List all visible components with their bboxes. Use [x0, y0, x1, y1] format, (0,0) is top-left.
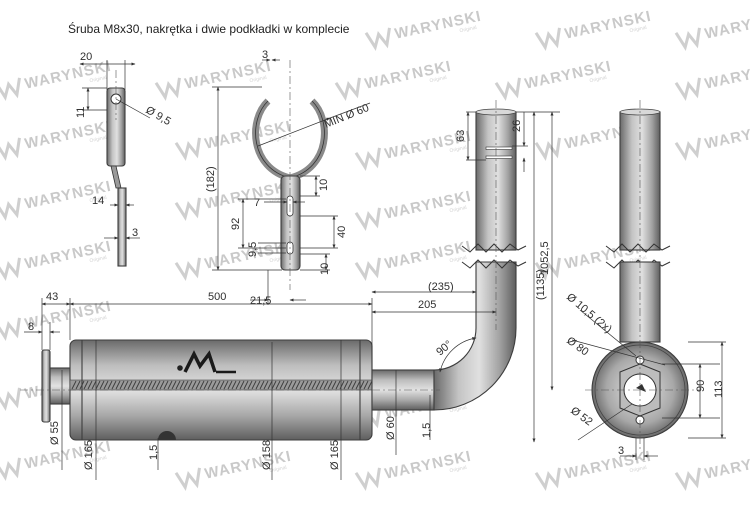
svg-text:Original: Original [429, 75, 447, 84]
dim-end-90: 90 [695, 380, 707, 392]
dim-clamp-14: 14 [92, 195, 104, 207]
svg-text:Original: Original [89, 255, 107, 264]
dim-front-min60: MIN Ø 60 [323, 102, 371, 131]
svg-text:WARYNSKI: WARYNSKI [703, 118, 750, 153]
dim-front-21-5: 21,5 [250, 295, 271, 307]
svg-text:Original: Original [249, 75, 267, 84]
svg-text:WARYNSKI: WARYNSKI [703, 448, 750, 483]
dim-front-40: 40 [336, 226, 348, 238]
muffler-side-view: 43 8 500 (235) 205 90° Ø 55 Ø 165 1,5 Ø … [20, 100, 560, 480]
dim-clamp-9-5: Ø 9,5 [144, 104, 173, 128]
dim-main-43: 43 [46, 291, 58, 303]
dim-front-3: 3 [262, 49, 268, 61]
svg-text:Original: Original [89, 195, 107, 204]
kit-note: Śruba M8x30, nakrętka i dwie podkładki w… [68, 22, 350, 36]
svg-text:Original: Original [589, 75, 607, 84]
svg-text:Original: Original [89, 135, 107, 144]
svg-text:Original: Original [629, 25, 647, 34]
svg-text:Original: Original [629, 465, 647, 474]
dim-main-165b: Ø 165 [329, 440, 341, 470]
svg-text:Original: Original [89, 455, 107, 464]
dim-front-9-5: 9,5 [247, 242, 259, 257]
dim-main-55: Ø 55 [49, 421, 61, 445]
dim-clamp-11: 11 [75, 107, 87, 118]
dim-main-1-5a: 1,5 [148, 445, 160, 460]
dim-pipe-1052-5: 1052,5 [539, 241, 551, 275]
dim-end-113: 113 [713, 380, 725, 398]
dim-front-7: 7 [254, 197, 260, 209]
dim-pipe-26: 26 [511, 120, 523, 132]
svg-text:Original: Original [449, 255, 467, 264]
dim-main-500: 500 [208, 291, 226, 303]
dim-main-angle: 90° [434, 338, 454, 358]
seam-hatching [71, 380, 373, 390]
svg-text:Original: Original [269, 255, 287, 264]
svg-text:Original: Original [449, 205, 467, 214]
svg-text:Original: Original [89, 315, 107, 324]
svg-text:Original: Original [269, 195, 287, 204]
svg-text:Original: Original [89, 75, 107, 84]
dim-front-10b: 10 [319, 263, 331, 275]
svg-text:Original: Original [449, 465, 467, 474]
dim-main-158: Ø 158 [261, 440, 273, 470]
dim-clamp-3: 3 [132, 227, 138, 239]
dim-main-1-5b: 1,5 [421, 423, 433, 438]
dim-main-205: 205 [418, 299, 436, 311]
svg-text:WARYNSKI: WARYNSKI [703, 8, 750, 43]
dim-main-60: Ø 60 [385, 416, 397, 440]
dim-main-235: (235) [428, 281, 454, 293]
dim-end-10-5: Ø 10,5 (2x) [564, 291, 614, 336]
dim-end-3: 3 [618, 445, 624, 457]
svg-text:Original: Original [269, 135, 287, 144]
svg-text:Original: Original [449, 405, 467, 414]
dim-front-182: (182) [205, 166, 217, 192]
dim-pipe-63: 63 [455, 130, 467, 142]
dim-main-8: 8 [28, 321, 34, 333]
dim-clamp-20: 20 [80, 51, 92, 63]
dim-end-80: Ø 80 [564, 335, 590, 359]
svg-text:Original: Original [269, 465, 287, 474]
svg-text:Original: Original [449, 145, 467, 154]
svg-text:Original: Original [459, 25, 477, 34]
dim-pipe-1135: (1135) [535, 269, 547, 300]
brand-logo-icon [177, 350, 236, 374]
clamp-front-view: 3 MIN Ø 60 (182) 7 10 92 40 9,5 [205, 49, 371, 307]
dim-front-92: 92 [230, 218, 242, 230]
dim-main-165a: Ø 165 [83, 440, 95, 470]
muffler-end-view: Ø 10,5 (2x) Ø 80 Ø 52 90 113 3 [564, 100, 726, 460]
dim-end-52: Ø 52 [568, 405, 594, 429]
dim-front-10a: 10 [318, 179, 330, 191]
svg-text:WARYNSKI: WARYNSKI [703, 58, 750, 93]
